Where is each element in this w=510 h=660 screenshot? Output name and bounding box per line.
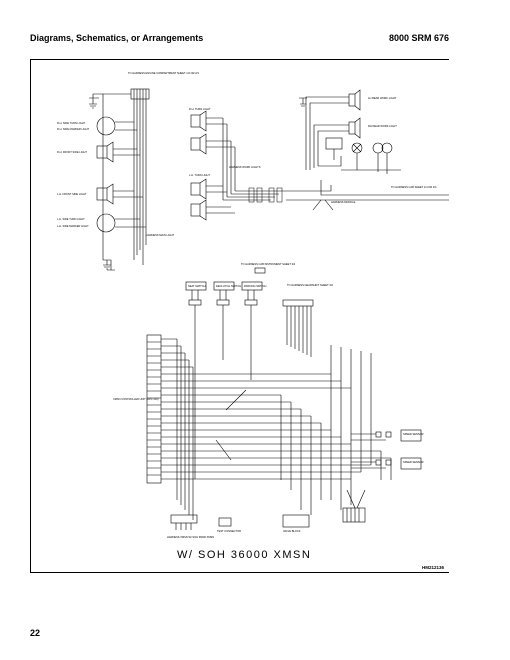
rh-side-turn-light: R.H. SIDE TURN LIGHT R.H. SIDE MARKER LI… — [57, 116, 137, 136]
section-title: Diagrams, Schematics, or Arrangements — [30, 33, 204, 43]
svg-text:HARNESS XMSN W/ SOH 36000 XMSN: HARNESS XMSN W/ SOH 36000 XMSN — [167, 535, 214, 539]
svg-text:TO HARNESS GEARSHIFT SHEET 3/4: TO HARNESS GEARSHIFT SHEET 3/4 — [287, 283, 334, 287]
svg-text:SPEED SENSOR: SPEED SENSOR — [403, 432, 424, 436]
gearshift-connector: TO HARNESS GEARSHIFT SHEET 3/4 — [282, 283, 334, 357]
label-harness-main-light: HARNESS MAIN LIGHT — [146, 233, 175, 237]
svg-text:PARKING SWITCH: PARKING SWITCH — [244, 284, 267, 288]
svg-text:TO HARNESS CAB SHEET 1/4 OR 2/: TO HARNESS CAB SHEET 1/4 OR 2/4 — [391, 185, 437, 189]
svg-text:TO HARNESS CAB INSTRUMENT SHEE: TO HARNESS CAB INSTRUMENT SHEET 3/4 — [241, 262, 296, 266]
xmsn-wiring — [176, 305, 392, 520]
switch-group: SEAT SWITCH DECLUTCH SWITCH PARKING SWIT… — [185, 262, 296, 306]
svg-text:RH REAR WORK LIGHT: RH REAR WORK LIGHT — [368, 124, 397, 128]
speed-sensor-1: SPEED SENSOR — [351, 429, 424, 442]
svg-text:TEST CONNECTOR: TEST CONNECTOR — [217, 529, 241, 533]
svg-text:R.H. SIDE MARKER LIGHT: R.H. SIDE MARKER LIGHT — [57, 127, 90, 131]
lh-turn-light-group: L.H. TURN LIGHT — [189, 173, 235, 221]
schematic-frame: TO HARNESS ENGINE COMPARTMENT SHEET 1/4 … — [30, 59, 449, 573]
rear-work-lights: LH REAR WORK LIGHT RH REAR WORK LIGHT — [299, 89, 397, 170]
transmission-note: W/ SOH 36000 XMSN — [177, 549, 311, 561]
svg-text:SEAT SWITCH: SEAT SWITCH — [188, 284, 206, 288]
document-code: 8000 SRM 676 — [388, 33, 449, 43]
svg-text:HARNESS MODULE: HARNESS MODULE — [331, 200, 356, 204]
svg-text:L.H. FRONT SIDE LIGHT: L.H. FRONT SIDE LIGHT — [57, 192, 87, 196]
svg-text:LH REAR WORK LIGHT: LH REAR WORK LIGHT — [368, 96, 397, 100]
bottom-connectors: HARNESS XMSN W/ SOH 36000 XMSN TEST CONN… — [167, 489, 366, 539]
speed-sensor-2: SPEED SENSOR — [351, 457, 424, 470]
label-to-harness-engine: TO HARNESS ENGINE COMPARTMENT SHEET 1/4 … — [128, 71, 199, 75]
svg-text:R.H. FRONT SIDE LIGHT: R.H. FRONT SIDE LIGHT — [57, 150, 87, 154]
xmsn-controller: XMSN CONTROLLER UNIT (APC 100) — [113, 334, 391, 484]
light-harness-wires — [89, 93, 147, 271]
svg-text:DECLUTCH SWITCH: DECLUTCH SWITCH — [216, 284, 241, 288]
figure-id: HM212136 — [422, 565, 445, 570]
svg-text:L.H. TURN LIGHT: L.H. TURN LIGHT — [189, 173, 210, 177]
svg-text:HARNESS WORK LIGHTS: HARNESS WORK LIGHTS — [229, 165, 261, 169]
svg-text:SPEED SENSOR: SPEED SENSOR — [403, 460, 424, 464]
svg-text:R.H. SIDE TURN LIGHT: R.H. SIDE TURN LIGHT — [57, 121, 86, 125]
svg-text:L.H. SIDE MARKER LIGHT: L.H. SIDE MARKER LIGHT — [57, 224, 89, 228]
engine-compartment-connector: TO HARNESS ENGINE COMPARTMENT SHEET 1/4 … — [128, 71, 199, 100]
rh-turn-light-group: R.H. TURN LIGHT HARNESS WORK LIGHTS — [189, 107, 261, 169]
svg-text:R.H. TURN LIGHT: R.H. TURN LIGHT — [189, 107, 211, 111]
wiring-schematic: TO HARNESS ENGINE COMPARTMENT SHEET 1/4 … — [57, 71, 449, 570]
svg-text:L.H. SIDE TURN LIGHT: L.H. SIDE TURN LIGHT — [57, 217, 85, 221]
page-number: 22 — [30, 628, 41, 638]
module-components: HARNESS MODULE TO HARNESS CAB SHEET 1/4 … — [283, 137, 449, 211]
svg-text:XMSN CONTROLLER UNIT (APC 100): XMSN CONTROLLER UNIT (APC 100) — [113, 397, 159, 401]
lh-side-turn-light: L.H. SIDE TURN LIGHT L.H. SIDE MARKER LI… — [57, 213, 146, 233]
svg-text:VALVE BLOCK: VALVE BLOCK — [283, 529, 301, 533]
lh-front-side-light: L.H. FRONT SIDE LIGHT — [57, 183, 143, 205]
rh-front-side-light: R.H. FRONT SIDE LIGHT — [57, 141, 140, 163]
